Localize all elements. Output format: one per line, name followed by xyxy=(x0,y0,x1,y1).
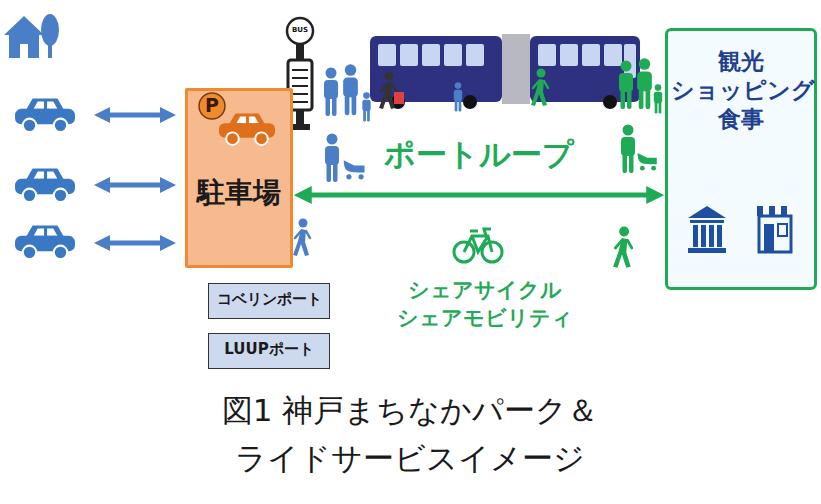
node-text: 駐車場 xyxy=(197,175,281,210)
mobility-label: シェアサイクル シェアモビリティ xyxy=(385,276,585,333)
port-box: LUUPポート xyxy=(208,333,330,369)
node-text: 観光 ショッピング 食事 xyxy=(671,47,811,133)
node-text: コベリンポート xyxy=(217,290,322,309)
sign-text: BUS xyxy=(286,25,314,36)
parking-mark: P xyxy=(200,92,224,119)
port-box: コベリンポート xyxy=(208,283,330,319)
edge-label: ポートループ xyxy=(380,134,578,176)
caption: 図1 神戸まちなかパーク＆ライドサービスイメージ xyxy=(50,386,770,482)
destination-box: 観光 ショッピング 食事 xyxy=(665,28,817,290)
connector-arrow xyxy=(305,193,653,198)
node-text: LUUPポート xyxy=(224,340,313,359)
